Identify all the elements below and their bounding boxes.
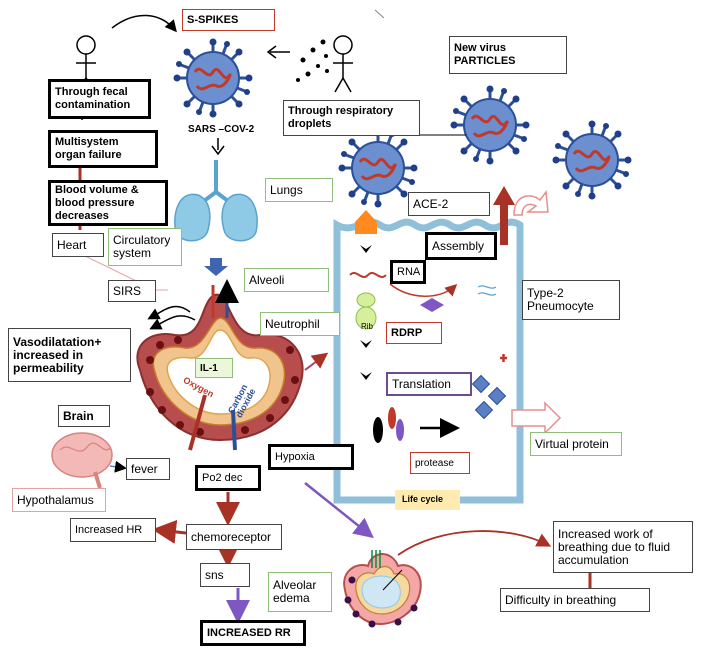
vasodilatation-label: Vasodilatation+ increased in permeabilit…	[8, 328, 131, 382]
person-right	[333, 35, 353, 93]
virtual-protein-label: Virtual protein	[530, 432, 622, 456]
virus-main	[172, 37, 254, 119]
virus-lung	[337, 127, 419, 209]
neutrophil-label: Neutrophil	[260, 312, 340, 336]
fever-label: fever	[126, 458, 170, 480]
hypoxia-label: Hypoxia	[268, 444, 354, 470]
po2-dec-label: Po2 dec	[195, 465, 261, 491]
il1-label: IL-1	[195, 358, 233, 378]
sirs-label: SIRS	[108, 280, 156, 302]
alveoli-label: Alveoli	[244, 268, 329, 292]
chemoreceptor-label: chemoreceptor	[186, 524, 282, 550]
small-alveolus-illustration	[343, 550, 422, 628]
increased-work-label: Increased work of breathing due to fluid…	[553, 521, 693, 573]
lungs-label: Lungs	[265, 178, 333, 202]
type2-pneumocyte-label: Type-2 Pneumocyte	[522, 280, 620, 320]
protease-label: protease	[410, 452, 470, 474]
hypothalamus-label: Hypothalamus	[12, 488, 106, 512]
life-cycle-label: Life cycle	[402, 494, 444, 504]
assembly-label: Assembly	[425, 232, 497, 260]
increased-hr-label: Increased HR	[70, 518, 156, 542]
brain-label: Brain	[58, 405, 110, 427]
multisystem-failure-label: Multisystem organ failure	[48, 130, 158, 168]
fecal-contamination-label: Through fecal contamination	[48, 79, 151, 119]
circulatory-system-label: Circulatory system	[108, 228, 182, 266]
ace2-label: ACE-2	[408, 192, 490, 216]
virus-new-1	[449, 84, 531, 166]
blood-volume-label: Blood volume & blood pressure decreases	[48, 180, 168, 226]
droplets	[296, 39, 329, 82]
sars-cov2-label: SARS –COV-2	[188, 124, 255, 135]
new-virus-particles-label: New virus PARTICLES	[449, 36, 567, 74]
increased-rr-label: INCREASED RR	[200, 620, 306, 646]
rib-label: Rib	[361, 322, 374, 331]
heart-label: Heart	[52, 233, 104, 257]
brain-illustration	[51, 432, 113, 489]
rna-label: RNA	[390, 260, 426, 284]
difficulty-breathing-label: Difficulty in breathing	[500, 588, 650, 612]
lungs-illustration	[174, 160, 258, 242]
rdrp-label: RDRP	[386, 322, 442, 344]
sns-label: sns	[200, 563, 250, 587]
translation-label: Translation	[386, 372, 472, 396]
s-spikes-label: S-SPIKES	[182, 9, 275, 31]
alveolar-edema-label: Alveolar edema	[268, 572, 332, 612]
virus-new-2	[551, 119, 633, 201]
respiratory-droplets-label: Through respiratory droplets	[283, 100, 420, 136]
